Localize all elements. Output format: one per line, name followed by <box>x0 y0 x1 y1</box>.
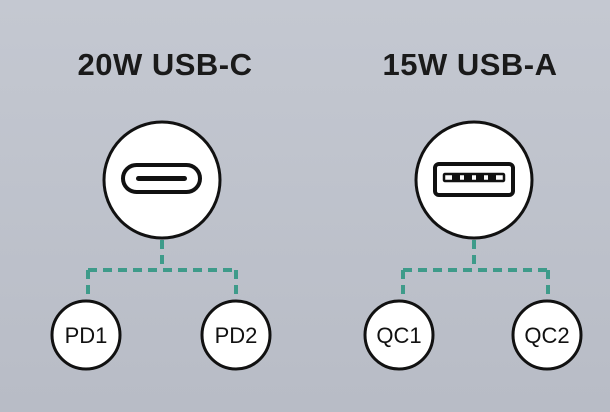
usb-c-title: 20W USB-C <box>77 47 253 82</box>
port-label-qc1: QC1 <box>376 323 422 348</box>
usb-c-port-icon <box>121 163 202 194</box>
usb-c-tree-connector <box>86 240 238 302</box>
port-label-pd1: PD1 <box>64 323 108 348</box>
port-circle-pd1 <box>50 299 122 371</box>
usb-a-port-icon <box>433 162 515 197</box>
usb-a-tree-connector <box>401 240 550 302</box>
port-label-qc2: QC2 <box>524 323 570 348</box>
port-circle-qc1 <box>363 299 435 371</box>
port-label-pd2: PD2 <box>214 323 258 348</box>
usb-a-title: 15W USB-A <box>382 47 558 82</box>
port-circle-pd2 <box>200 299 272 371</box>
port-circle-qc2 <box>511 299 583 371</box>
